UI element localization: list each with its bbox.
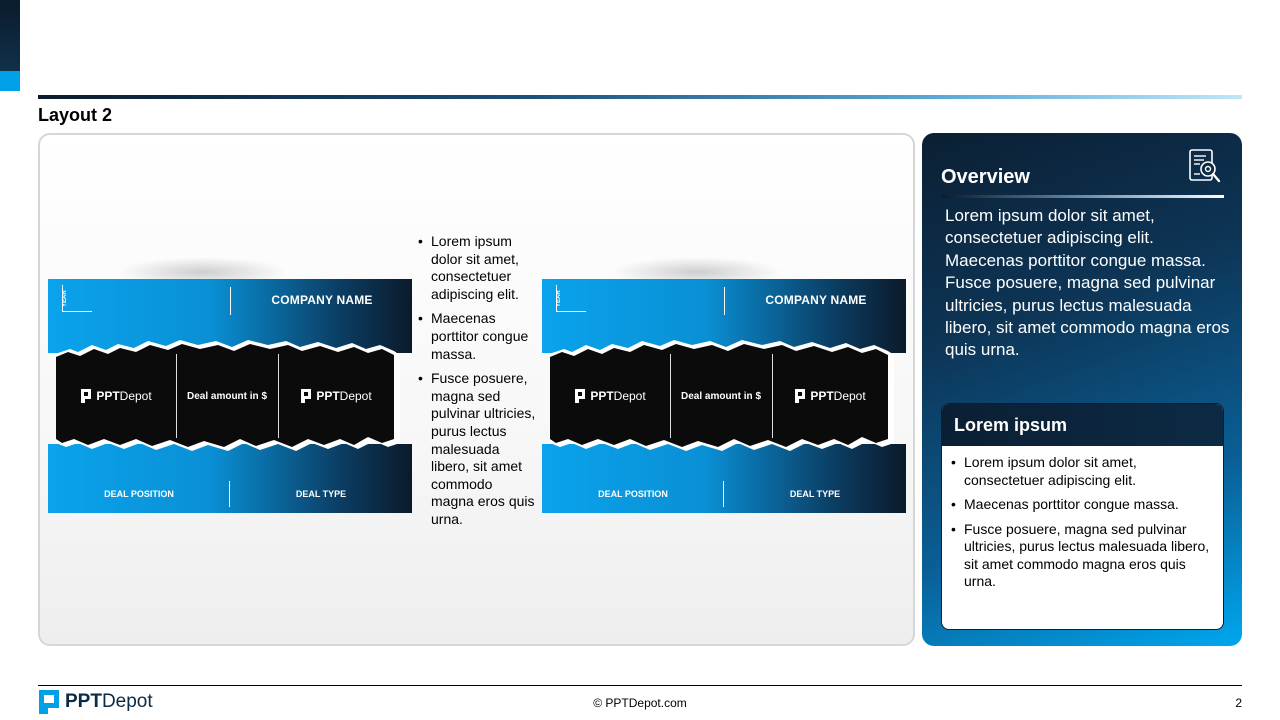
lorem-box-header: Lorem ipsum [942, 404, 1223, 446]
logo-cell: PPTDepot [772, 354, 888, 438]
ppt-logo-icon [301, 389, 312, 403]
lorem-box: Lorem ipsum • Lorem ipsum dolor sit amet,… [941, 403, 1224, 630]
deal-position: DEAL POSITION [598, 489, 668, 499]
lorem-box-title: Lorem ipsum [954, 415, 1068, 435]
footer-logo: PPTDepot [38, 689, 153, 715]
list-item: • Fusce posuere, magna sed pulvinar ultri… [948, 521, 1218, 591]
ppt-logo-right: PPTDepot [794, 388, 866, 404]
bullet-dot: • [951, 454, 956, 470]
list-item-text: Lorem ipsum dolor sit amet, consectetuer… [964, 454, 1137, 488]
page-number: 2 [1235, 696, 1242, 710]
corner-accent [0, 0, 20, 91]
logo-bold: PPT [590, 389, 614, 403]
deal-amount: Deal amount in $ [680, 390, 761, 402]
top-divider [230, 287, 231, 315]
list-item: • Maecenas porttitor congue massa. [948, 496, 1218, 514]
deal-card-1: YEAR COMPANY NAME DEAL POSITION DEAL TYP… [48, 257, 412, 513]
ppt-logo-icon [39, 690, 59, 714]
deal-type: DEAL TYPE [789, 489, 841, 499]
logo-rest: Depot [339, 389, 372, 403]
overview-title: Overview [941, 166, 1030, 188]
logo-cell: PPTDepot [278, 354, 394, 438]
cell-divider [670, 354, 671, 438]
bullet-dot: • [418, 233, 423, 249]
logo-rest: Depot [119, 389, 152, 403]
deal-info-row: PPTDepot Deal amount in $ PPTDepot [550, 354, 888, 438]
overview-text: Lorem ipsum dolor sit amet, consectetuer… [945, 206, 1230, 360]
footer-brand-rest: Depot [101, 691, 153, 712]
bullet-dot: • [418, 310, 423, 327]
logo-rest: Depot [833, 389, 866, 403]
document-search-icon [1189, 149, 1221, 183]
list-item: • Lorem ipsum dolor sit amet, consectetue… [415, 233, 537, 303]
top-divider [724, 287, 725, 315]
ppt-logo-icon [81, 389, 92, 403]
card-bottom-band: DEAL POSITION DEAL TYPE [48, 444, 412, 513]
list-item-text: Maecenas porttitor congue massa. [431, 310, 529, 362]
list-item: • Lorem ipsum dolor sit amet, consectetue… [948, 454, 1218, 489]
card-top-band: YEAR COMPANY NAME [48, 279, 412, 353]
bottom-divider [229, 481, 230, 507]
logo-bold: PPT [316, 389, 340, 403]
card-top-band: YEAR COMPANY NAME [542, 279, 906, 353]
bullet-dot: • [418, 370, 423, 387]
ppt-logo-icon [575, 389, 586, 403]
ppt-logo-right: PPTDepot [300, 388, 372, 404]
ppt-logo-left: PPTDepot [80, 388, 152, 404]
deal-amount: Deal amount in $ [186, 390, 267, 402]
lorem-box-list: • Lorem ipsum dolor sit amet, consectetue… [948, 454, 1218, 598]
deal-info-row: PPTDepot Deal amount in $ PPTDepot [56, 354, 394, 438]
company-name: COMPANY NAME [271, 293, 373, 307]
year-label: YEAR [62, 290, 68, 307]
year-box [62, 285, 92, 312]
bottom-divider [723, 481, 724, 507]
list-item: • Fusce posuere, magna sed pulvinar ultri… [415, 370, 537, 528]
list-item: • Maecenas porttitor congue massa. [415, 310, 537, 363]
deal-type: DEAL TYPE [295, 489, 347, 499]
ppt-logo-icon [795, 389, 806, 403]
slide-title: Layout 2 [38, 105, 113, 125]
cell-divider [278, 354, 279, 438]
torn-paper-black [56, 340, 400, 451]
list-item-text: Maecenas porttitor congue massa. [964, 496, 1179, 512]
card-bottom-band: DEAL POSITION DEAL TYPE [542, 444, 906, 513]
overview-panel: Overview Lorem ipsum dolor sit amet, con… [922, 133, 1242, 646]
title-rule [38, 95, 1242, 99]
footer-brand: PPTDepot [65, 691, 153, 713]
year-label: YEAR [556, 290, 562, 307]
cell-divider [772, 354, 773, 438]
middle-bullet-list: • Lorem ipsum dolor sit amet, consectetue… [415, 233, 537, 536]
logo-rest: Depot [613, 389, 646, 403]
company-name: COMPANY NAME [765, 293, 867, 307]
logo-bold: PPT [96, 389, 120, 403]
corner-accent-blue [0, 71, 20, 91]
year-box [556, 285, 586, 312]
footer-brand-bold: PPT [65, 691, 102, 712]
ppt-logo-left: PPTDepot [574, 388, 646, 404]
bullet-dot: • [951, 496, 956, 512]
corner-accent-dark [0, 0, 20, 71]
overview-rule [941, 195, 1224, 198]
footer-rule [38, 685, 1242, 686]
list-item-text: Lorem ipsum dolor sit amet, consectetuer… [431, 233, 519, 302]
logo-bold: PPT [810, 389, 834, 403]
logo-cell: PPTDepot [550, 354, 670, 438]
list-item-text: Fusce posuere, magna sed pulvinar ultric… [964, 520, 1210, 590]
logo-cell: PPTDepot [56, 354, 176, 438]
torn-paper-black [550, 340, 894, 451]
bullet-dot: • [951, 520, 956, 537]
cell-divider [176, 354, 177, 438]
deal-position: DEAL POSITION [104, 489, 174, 499]
deal-card-2: YEAR COMPANY NAME DEAL POSITION DEAL TYP… [542, 257, 906, 513]
copyright: © PPTDepot.com [593, 696, 687, 710]
list-item-text: Fusce posuere, magna sed pulvinar ultric… [431, 370, 536, 527]
